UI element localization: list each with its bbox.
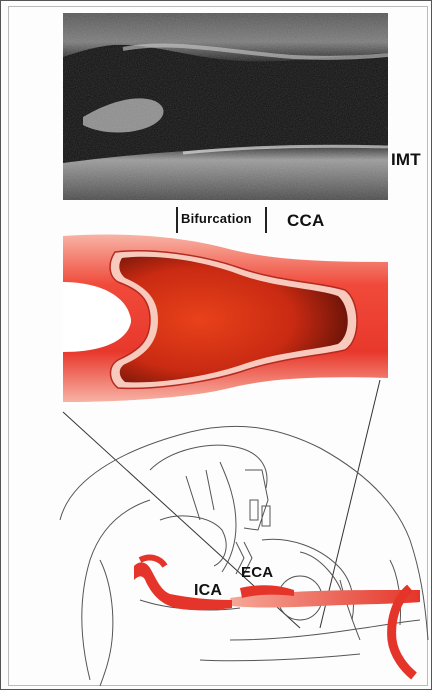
bifurcation-vessel xyxy=(63,235,388,403)
ica-label: ICA xyxy=(194,582,222,600)
head-sketch xyxy=(60,426,428,686)
carotid-arteries xyxy=(134,558,420,676)
eca-label: ECA xyxy=(241,564,273,581)
